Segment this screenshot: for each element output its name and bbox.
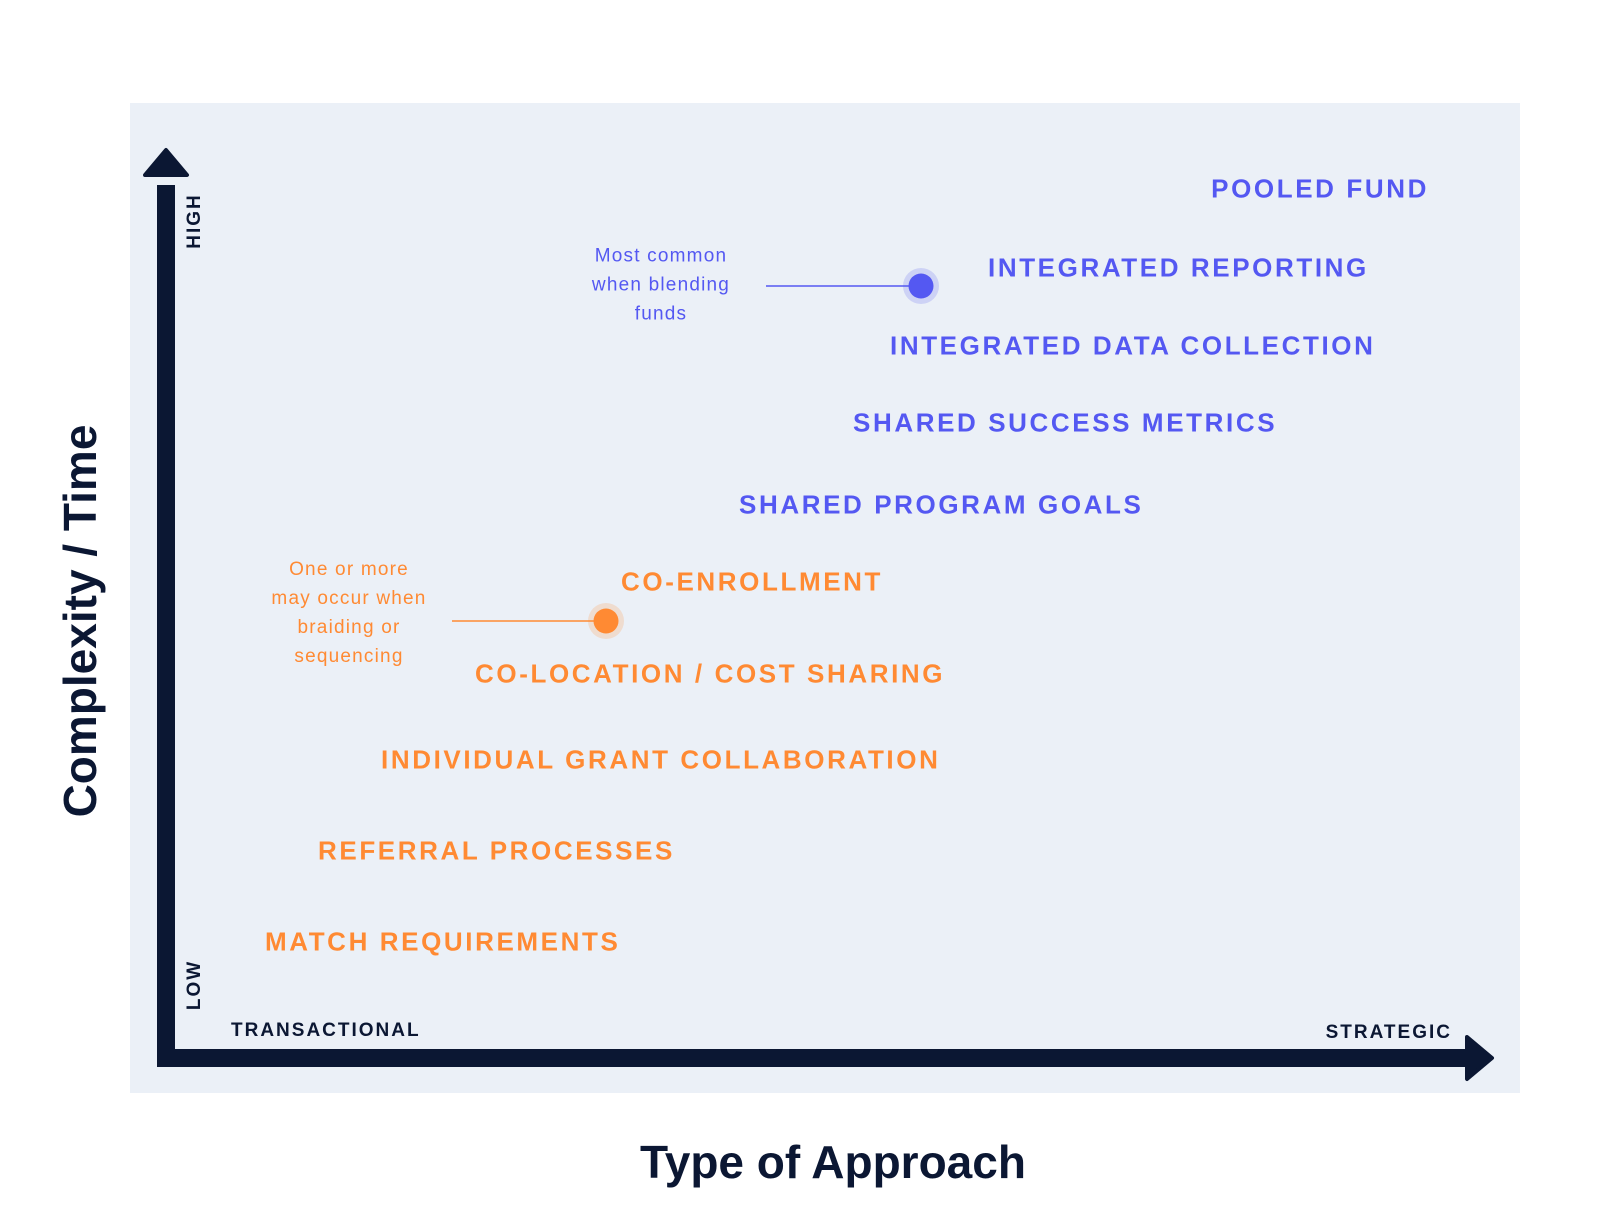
annotation-line: One or more	[289, 559, 409, 580]
braiding-annotation: One or more may occur when braiding or s…	[271, 555, 426, 671]
item-integrated-data-collection: INTEGRATED DATA COLLECTION	[890, 330, 1376, 361]
y-axis-arrow	[143, 148, 189, 1067]
annotation-line: may occur when	[271, 588, 427, 609]
item-individual-grant-collaboration: INDIVIDUAL GRANT COLLABORATION	[381, 744, 941, 775]
blending-marker	[766, 268, 939, 304]
item-co-location: CO-LOCATION / COST SHARING	[475, 658, 946, 689]
item-pooled-fund: POOLED FUND	[1211, 173, 1429, 204]
item-referral-processes: REFERRAL PROCESSES	[318, 835, 675, 866]
diagram-background	[130, 103, 1520, 1093]
item-shared-program-goals: SHARED PROGRAM GOALS	[739, 489, 1144, 520]
y-axis-title: Complexity / Time	[54, 424, 106, 818]
item-match-requirements: MATCH REQUIREMENTS	[265, 926, 621, 957]
item-integrated-reporting: INTEGRATED REPORTING	[988, 252, 1369, 283]
annotation-line: when blending	[591, 274, 731, 296]
annotation-line: sequencing	[294, 646, 404, 667]
x-axis-low-label: TRANSACTIONAL	[231, 1020, 421, 1041]
braiding-marker	[452, 603, 624, 639]
x-axis-high-label: STRATEGIC	[1325, 1022, 1452, 1043]
item-shared-success-metrics: SHARED SUCCESS METRICS	[853, 407, 1278, 438]
annotation-line: Most common	[594, 245, 728, 267]
x-axis-title: Type of Approach	[640, 1136, 1026, 1188]
x-axis-arrow	[157, 1035, 1494, 1081]
blending-annotation: Most common when blending funds	[592, 242, 730, 329]
y-axis-low-label: LOW	[184, 959, 205, 1011]
y-axis-high-label: HIGH	[184, 193, 205, 249]
item-co-enrollment: CO-ENROLLMENT	[621, 566, 883, 597]
annotation-line: funds	[634, 303, 688, 325]
annotation-line: braiding or	[297, 617, 401, 638]
